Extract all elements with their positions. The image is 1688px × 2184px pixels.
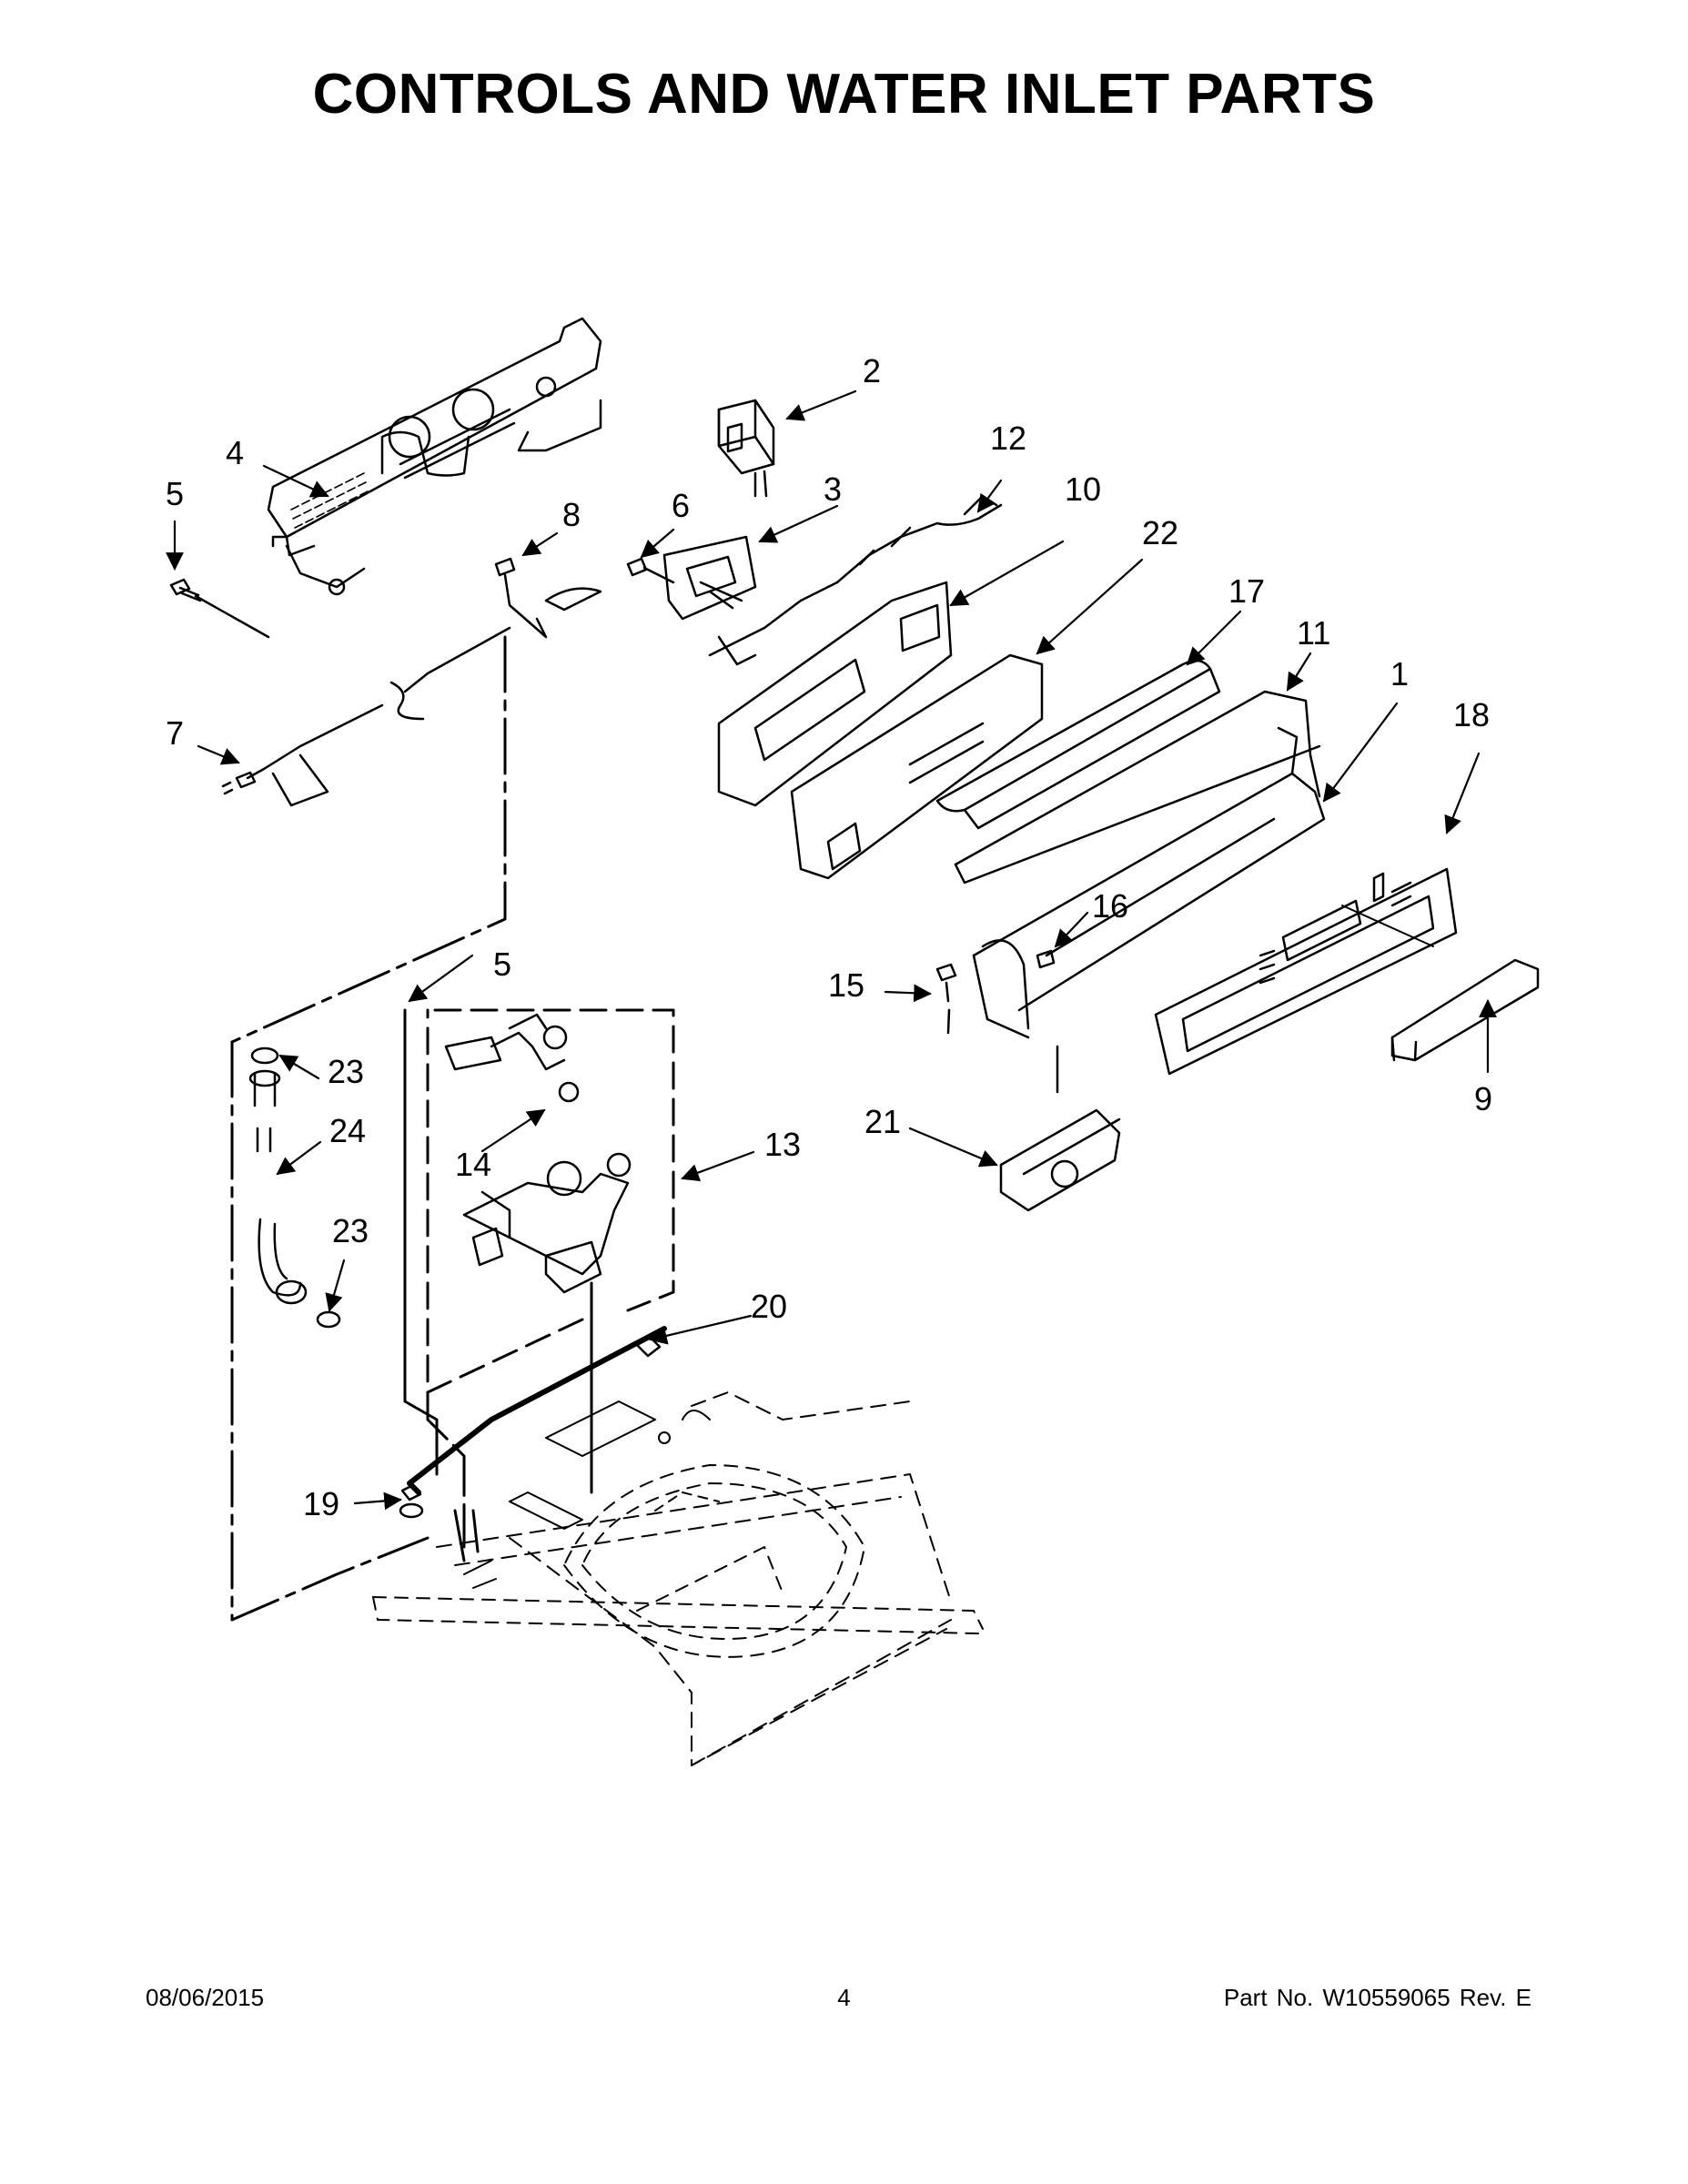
callout-8: 8 (562, 496, 581, 533)
part-12-wire-harness (708, 494, 1003, 666)
callout-5-top: 5 (166, 475, 184, 512)
part-8-ground-wire (494, 557, 602, 639)
callout-9: 9 (1474, 1080, 1492, 1117)
part-22-housing (790, 653, 1044, 880)
part-2-transformer (717, 399, 775, 498)
callout-14: 14 (455, 1146, 491, 1183)
callout-18: 18 (1453, 696, 1490, 733)
callout-22: 22 (1142, 514, 1178, 551)
cabinet-top-base (372, 1391, 984, 1766)
footer-page-number: 4 (837, 1984, 851, 2011)
callout-23-lower: 23 (332, 1212, 369, 1249)
phantom-lines (230, 635, 667, 1622)
callout-7: 7 (166, 714, 184, 752)
part-6-screw (626, 557, 675, 584)
callout-24: 24 (329, 1112, 366, 1149)
callout-12: 12 (990, 420, 1026, 457)
footer-date: 08/06/2015 (146, 1984, 265, 2011)
callout-16: 16 (1092, 887, 1128, 925)
callout-3: 3 (824, 470, 842, 508)
callout-20: 20 (751, 1288, 787, 1325)
part-24-fill-hose (248, 1046, 341, 1329)
part-11-console-frame (954, 690, 1326, 1039)
callout-10: 10 (1065, 470, 1101, 508)
callout-5-mid: 5 (493, 945, 511, 983)
callout-4: 4 (226, 434, 244, 471)
callout-23-upper: 23 (328, 1053, 364, 1090)
part-10-ui-board (717, 581, 953, 807)
callout-17: 17 (1228, 572, 1265, 610)
callout-6: 6 (672, 487, 690, 524)
footer-part-number: Part No. W10559065 Rev. E (1223, 1984, 1531, 2011)
part-13-valve-assembly (462, 1152, 632, 1294)
callout-2: 2 (863, 352, 881, 389)
leader-arrows (166, 389, 1497, 1511)
callout-13: 13 (764, 1126, 801, 1163)
part-7-power-cord (221, 626, 511, 807)
part-5-screw-top (169, 578, 270, 639)
callout-1: 1 (1390, 655, 1409, 693)
part-21-switch (999, 1045, 1121, 1212)
callout-19: 19 (303, 1485, 339, 1522)
part-18-bezel (1154, 867, 1458, 1076)
callout-15: 15 (828, 966, 864, 1004)
part-3-control-board (662, 535, 757, 621)
part-16-clip (1036, 949, 1056, 969)
callout-11: 11 (1297, 614, 1330, 652)
callout-labels: 2 12 4 5 3 10 8 6 22 17 11 1 18 7 16 5 1… (166, 352, 1492, 1522)
part-9-cover (1390, 958, 1540, 1062)
part-4-console-panel (267, 317, 602, 596)
part-15-screw (935, 963, 957, 1035)
page-title: CONTROLS AND WATER INLET PARTS (312, 63, 1376, 126)
callout-21: 21 (864, 1103, 901, 1140)
part-14-inlet-valve (444, 1013, 580, 1103)
